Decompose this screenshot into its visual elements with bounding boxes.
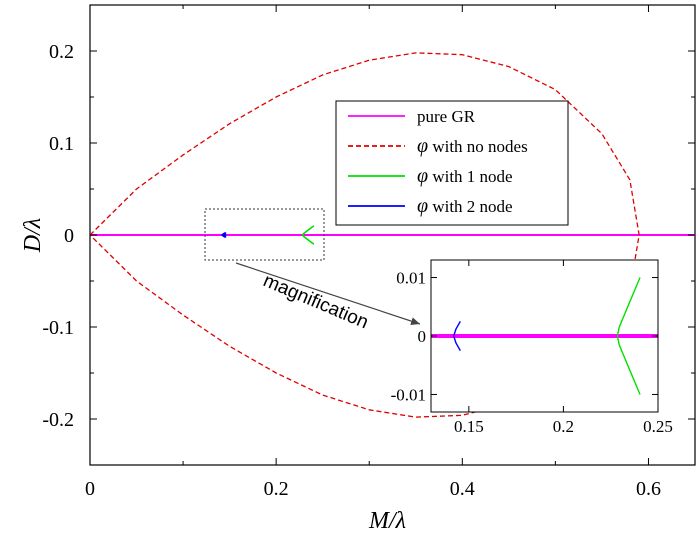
legend-label: φ with 2 node: [417, 195, 513, 217]
x-axis-title: M/λ: [368, 508, 406, 534]
magnification-arrow: [235, 262, 421, 325]
inset-plot: 0.15 0.2 0.25 0.01 0 -0.01: [391, 259, 673, 436]
x-tick-label: 0.2: [264, 478, 289, 500]
y-tick-label: -0.2: [42, 409, 74, 431]
magnification-box: [204, 208, 325, 261]
legend-label: φ with 1 node: [417, 165, 513, 187]
inset-y-tick-label: 0.01: [396, 269, 426, 288]
y-axis-title: D/λ: [20, 218, 46, 253]
inset-x-tick-label: 0.2: [553, 417, 574, 436]
inset-series-with-2-node: [452, 321, 461, 351]
inset-y-tick-label: -0.01: [391, 385, 426, 404]
series-with-1-node: [301, 225, 315, 245]
y-tick-label: 0.1: [49, 133, 74, 155]
y-tick-label: -0.1: [42, 317, 74, 339]
y-tick-label: 0: [64, 225, 74, 247]
legend-label: pure GR: [417, 107, 476, 126]
inset-series-with-1-node: [616, 277, 641, 395]
inset-y-tick-label: 0: [418, 327, 427, 346]
x-tick-label: 0.6: [636, 478, 661, 500]
legend: pure GR φ with no nodes φ with 1 node φ wit…: [335, 100, 569, 226]
series-2-node-tip: [221, 232, 227, 238]
x-tick-label: 0.4: [450, 478, 475, 500]
legend-box: [335, 100, 569, 226]
x-tick-label: 0: [85, 478, 95, 500]
inset-x-tick-label: 0.15: [454, 417, 484, 436]
legend-label: φ with no nodes: [417, 135, 528, 157]
inset-x-tick-label: 0.25: [643, 417, 673, 436]
series-with-no-nodes: [90, 52, 640, 418]
y-tick-label: 0.2: [49, 41, 74, 63]
